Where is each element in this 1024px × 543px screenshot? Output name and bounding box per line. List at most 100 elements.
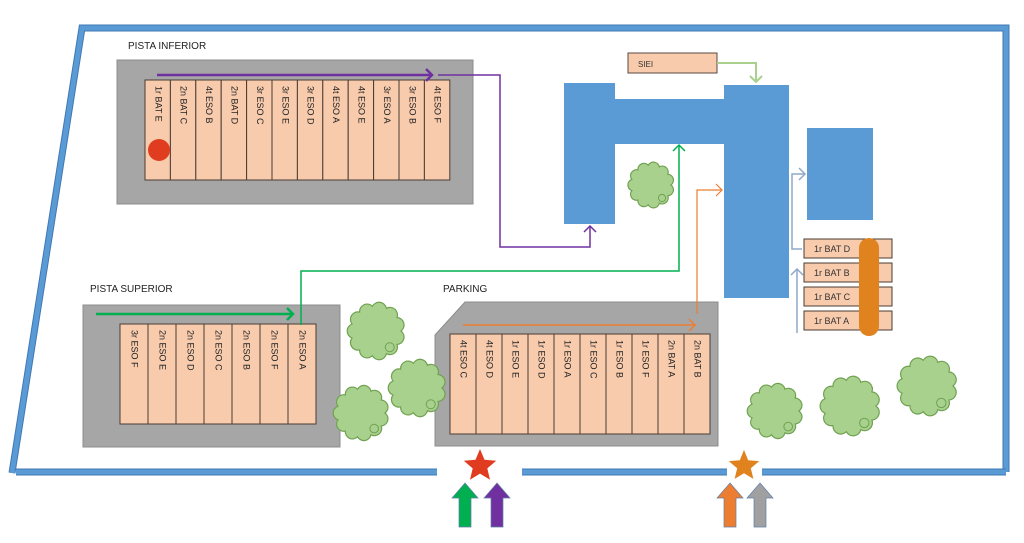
slot — [271, 79, 298, 181]
building-left-wing — [564, 83, 615, 224]
slot-label: 4t ESO D — [485, 340, 495, 379]
bat-group: 1r BAT D 1r BAT B 1r BAT C 1r BAT A — [803, 238, 893, 336]
slot-label: 2n BAT B — [693, 340, 703, 378]
entrances — [451, 449, 774, 528]
slot — [259, 323, 289, 425]
purple-arrow-head — [425, 68, 434, 82]
slot — [119, 323, 149, 425]
slot-label: 1r ESO A — [563, 340, 573, 378]
entrance-arrow-icon — [716, 482, 744, 528]
slot — [373, 79, 400, 181]
slot — [501, 333, 529, 435]
pista-inferior-slots: 1r BAT E 2n BAT C 4t ESO B 2n BAT D 3r ESO C… — [144, 79, 451, 181]
slot-label: 3r ESO C — [255, 86, 265, 125]
slot-label: 3r ESO D — [306, 86, 316, 125]
slot-label: 3r ESO F — [130, 330, 140, 368]
tree-icon — [627, 161, 675, 209]
slot — [246, 79, 273, 181]
slot — [203, 323, 233, 425]
orange-arrow-head — [715, 183, 723, 197]
siei-label: SIEI — [638, 60, 653, 69]
slot — [657, 333, 685, 435]
bat-slot-label: 1r BAT A — [814, 316, 849, 326]
slot-label: 2n ESO E — [158, 330, 168, 370]
slot-label: 4t ESO A — [331, 86, 341, 123]
assembly-star-icon — [463, 449, 497, 480]
tree-icon — [819, 375, 880, 437]
slot — [296, 79, 324, 181]
slot — [231, 323, 261, 425]
building-right-wing — [724, 85, 789, 298]
slot — [169, 79, 197, 181]
siei-arrow-head — [749, 75, 763, 84]
bat-slot-label: 1r BAT B — [814, 268, 850, 278]
green-arrow-head — [286, 307, 295, 321]
orange-route-path — [696, 189, 722, 314]
tree-icon — [746, 382, 803, 440]
meeting-bar — [859, 238, 879, 336]
slot-label: 3r ESO B — [407, 86, 417, 124]
blue-arrow-head — [790, 267, 804, 276]
slot-label: 2n BAT A — [667, 340, 677, 377]
slot-label: 1r BAT E — [153, 86, 163, 122]
slot-label: 4t ESO B — [204, 86, 214, 124]
slot-label: 2n ESO D — [186, 330, 196, 371]
entrance-arrow-icon — [451, 482, 479, 528]
trees — [332, 161, 957, 442]
wall-segment-fill — [9, 25, 1009, 474]
bat-slot-label: 1r BAT D — [814, 244, 851, 254]
assembly-star-icon — [728, 450, 760, 479]
slot — [683, 333, 711, 435]
slot — [631, 333, 659, 435]
slot-label: 2n BAT D — [230, 86, 240, 125]
slot-label: 2n ESO A — [298, 330, 308, 370]
purple-route-path — [438, 74, 591, 248]
blue-arrow-head — [798, 167, 807, 181]
perimeter-walls — [8, 24, 1010, 476]
slot-label: 2n BAT C — [179, 86, 189, 125]
slot-label: 1r ESO B — [615, 340, 625, 378]
blue-route-path-annex — [791, 173, 805, 250]
slot-label: 2n ESO F — [270, 330, 280, 370]
siei-box: SIEI — [627, 52, 718, 74]
zone-label-parking: PARKING — [443, 284, 487, 295]
slot — [195, 79, 222, 181]
slot-label: 1r ESO E — [511, 340, 521, 378]
tree-icon — [332, 384, 389, 442]
slot-label: 4t ESO F — [433, 86, 443, 124]
tree-icon — [896, 355, 957, 417]
slot-label: 2n ESO C — [214, 330, 224, 371]
slot — [605, 333, 633, 435]
slot-label: 1r ESO D — [537, 340, 547, 379]
evacuation-routes — [96, 62, 807, 333]
tree-icon — [346, 301, 405, 361]
slot-label: 2n ESO B — [242, 330, 252, 370]
pista-superior-slots: 3r ESO F 2n ESO E 2n ESO D 2n ESO C 2n ESO B… — [119, 323, 317, 425]
red-dot-marker — [148, 139, 170, 161]
purple-arrow-head — [583, 224, 597, 233]
slot — [398, 79, 425, 181]
slot — [423, 79, 451, 181]
slot — [527, 333, 555, 435]
slot-label: 1r ESO F — [641, 340, 651, 378]
slot — [287, 323, 317, 425]
slot — [322, 79, 349, 181]
main-building — [564, 83, 789, 298]
slot-label: 1r ESO C — [589, 340, 599, 379]
green-route-path — [300, 145, 680, 325]
green-arrow-head — [672, 143, 686, 152]
orange-arrow-head — [688, 318, 697, 332]
entrance-arrow-icon — [746, 482, 774, 528]
building-connector — [614, 99, 725, 144]
tree-icon — [387, 358, 446, 418]
slot — [220, 79, 248, 181]
slot-label: 4t ESO E — [357, 86, 367, 124]
slot-label: 4t ESO C — [459, 340, 469, 379]
building-annex — [807, 128, 873, 220]
slot-label: 3r ESO E — [280, 86, 290, 124]
siei-route-path — [717, 62, 757, 82]
parking-slots: 4t ESO C 4t ESO D 1r ESO E 1r ESO D 1r ESO A… — [449, 333, 711, 435]
bat-slot-label: 1r BAT C — [814, 292, 851, 302]
slot — [449, 333, 477, 435]
